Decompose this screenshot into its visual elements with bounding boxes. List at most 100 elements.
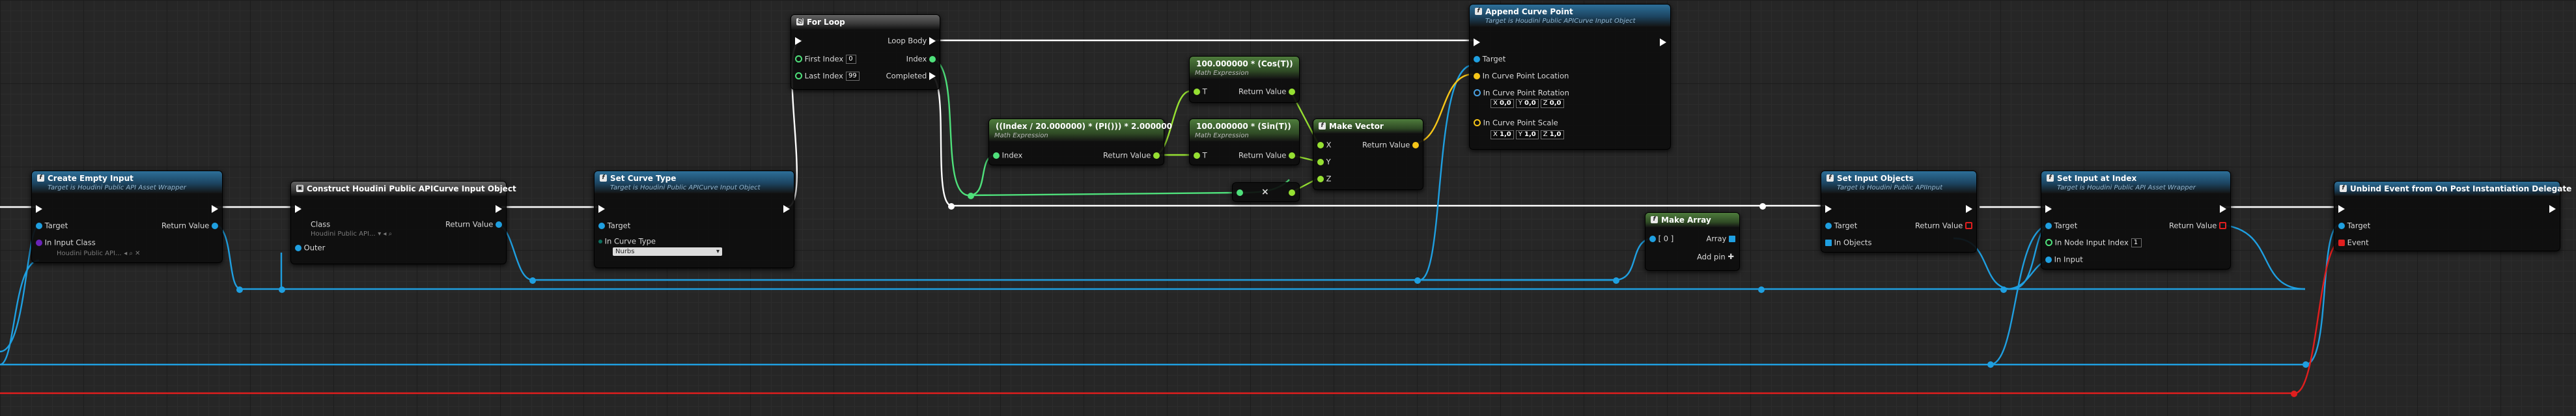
- enum-pin[interactable]: [598, 239, 602, 243]
- event-pin[interactable]: [2338, 239, 2345, 246]
- class-picker[interactable]: Houdini Public API...: [311, 230, 376, 238]
- completed-pin[interactable]: [929, 72, 936, 80]
- loop-body-pin[interactable]: [929, 36, 936, 45]
- x-pin[interactable]: [1317, 141, 1324, 148]
- exec-out-pin[interactable]: [212, 204, 218, 213]
- target-pin[interactable]: [598, 222, 605, 229]
- result-pin[interactable]: [1289, 189, 1295, 196]
- first-index-pin[interactable]: [795, 55, 802, 62]
- reroute-knot[interactable]: [1613, 277, 1619, 284]
- node-header[interactable]: 100.000000 * (Cos(T)) Math Expression: [1190, 57, 1299, 79]
- node-input-index-pin[interactable]: [2045, 239, 2052, 246]
- node-header[interactable]: ⎘For Loop: [791, 15, 940, 29]
- return-value-pin[interactable]: [1412, 141, 1419, 148]
- target-pin[interactable]: [2045, 222, 2052, 229]
- return-value-pin[interactable]: [1289, 88, 1295, 95]
- item-0-pin[interactable]: [1649, 235, 1656, 242]
- node-header[interactable]: 100.000000 * (Sin(T)) Math Expression: [1190, 119, 1299, 141]
- index-input-pin[interactable]: [993, 152, 1000, 159]
- curve-type-dropdown[interactable]: Nurbs▾: [613, 247, 722, 256]
- return-value-pin[interactable]: [1289, 152, 1295, 159]
- return-value-pin[interactable]: [212, 222, 218, 229]
- rotation-y-field[interactable]: Y 0,0: [1515, 98, 1539, 108]
- exec-in-pin[interactable]: [795, 36, 802, 45]
- t-input-pin[interactable]: [1194, 88, 1200, 95]
- outer-pin[interactable]: [295, 244, 301, 251]
- exec-in-pin[interactable]: [2338, 204, 2345, 213]
- last-index-field[interactable]: 99: [845, 71, 860, 81]
- target-pin[interactable]: [2338, 222, 2345, 229]
- reroute-knot[interactable]: [2303, 361, 2309, 368]
- reroute-knot[interactable]: [1758, 286, 1765, 293]
- node-math-expression-sin[interactable]: 100.000000 * (Sin(T)) Math Expression T …: [1189, 118, 1300, 165]
- in-input-pin[interactable]: [2045, 256, 2052, 263]
- exec-out-pin[interactable]: [496, 204, 502, 213]
- y-pin[interactable]: [1317, 158, 1324, 165]
- node-header[interactable]: ((Index / 20.000000) * (PI())) * 2.00000…: [989, 119, 1172, 141]
- scale-pin[interactable]: [1474, 119, 1481, 126]
- class-picker[interactable]: Houdini Public API...: [57, 250, 122, 257]
- target-pin[interactable]: [36, 222, 42, 229]
- exec-out-pin[interactable]: [2220, 204, 2226, 213]
- reroute-knot[interactable]: [1987, 361, 1994, 368]
- add-pin-button[interactable]: Add pin ✚: [1697, 251, 1734, 262]
- exec-out-pin[interactable]: [2549, 204, 2556, 213]
- node-multiply[interactable]: ×: [1232, 182, 1300, 202]
- exec-in-pin[interactable]: [1474, 38, 1480, 46]
- in-objects-pin[interactable]: [1825, 239, 1832, 246]
- exec-in-pin[interactable]: [2045, 204, 2052, 213]
- a-input-pin[interactable]: [1237, 189, 1243, 196]
- reroute-knot[interactable]: [2291, 391, 2297, 397]
- reroute-knot[interactable]: [1414, 277, 1421, 284]
- rotation-z-field[interactable]: Z 0,0: [1540, 98, 1564, 108]
- t-input-pin[interactable]: [1194, 152, 1200, 159]
- exec-in-pin[interactable]: [598, 204, 605, 213]
- index-pin[interactable]: [929, 55, 936, 62]
- array-output-pin[interactable]: [1729, 235, 1735, 242]
- exec-in-pin[interactable]: [295, 204, 301, 213]
- exec-out-pin[interactable]: [783, 204, 790, 213]
- reroute-knot[interactable]: [968, 193, 974, 199]
- reroute-knot[interactable]: [1759, 203, 1766, 210]
- return-value-pin[interactable]: [1965, 222, 1972, 229]
- rotation-x-field[interactable]: X 0,0: [1491, 98, 1514, 108]
- return-value-pin[interactable]: [1153, 152, 1160, 159]
- z-pin[interactable]: [1317, 175, 1324, 182]
- reroute-knot[interactable]: [2000, 286, 2007, 293]
- return-value-pin[interactable]: [496, 221, 502, 228]
- first-index-field[interactable]: 0: [846, 54, 857, 64]
- exec-in-pin[interactable]: [36, 204, 42, 213]
- browse-icon[interactable]: ▾ ◂ ⌕: [378, 230, 393, 238]
- reroute-knot[interactable]: [279, 286, 285, 293]
- class-pin[interactable]: [36, 239, 42, 246]
- exec-in-pin[interactable]: [1825, 204, 1832, 213]
- exec-out-pin[interactable]: [1660, 38, 1666, 46]
- node-math-expression-angle[interactable]: ((Index / 20.000000) * (PI())) * 2.00000…: [988, 118, 1172, 165]
- rotation-pin[interactable]: [1474, 89, 1481, 96]
- last-index-pin[interactable]: [795, 72, 802, 79]
- exec-out-pin[interactable]: [1966, 204, 1972, 213]
- node-header[interactable]: ▣Construct Houdini Public APICurve Input…: [291, 182, 516, 196]
- reroute-knot[interactable]: [948, 203, 955, 210]
- node-math-expression-cos[interactable]: 100.000000 * (Cos(T)) Math Expression T …: [1189, 56, 1300, 103]
- reroute-knot[interactable]: [236, 286, 243, 293]
- target-pin[interactable]: [1825, 222, 1832, 229]
- location-pin[interactable]: [1474, 72, 1480, 79]
- node-construct-curve-input[interactable]: ▣Construct Houdini Public APICurve Input…: [290, 181, 516, 264]
- scale-x-field[interactable]: X 1,0: [1491, 130, 1514, 139]
- browse-icon[interactable]: ◂ ⌕ ✕: [124, 250, 141, 257]
